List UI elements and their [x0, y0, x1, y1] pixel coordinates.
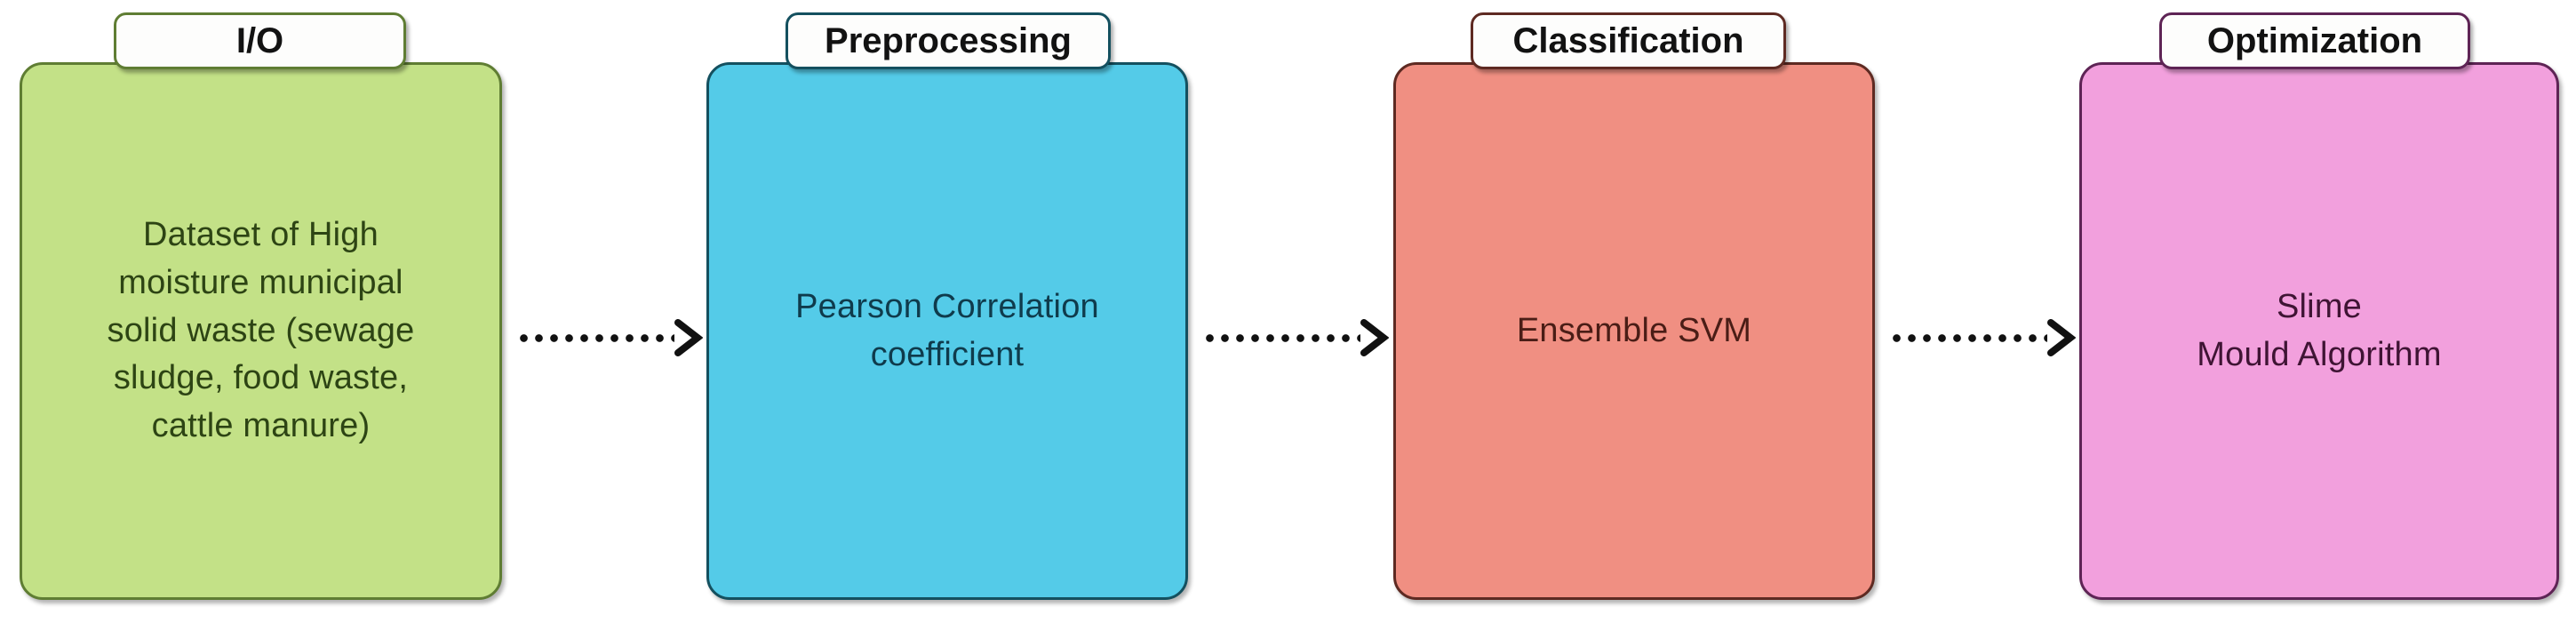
connector-dotted-line [1206, 333, 1360, 342]
stage-preprocessing[interactable]: Pearson Correlation coefficient [706, 62, 1188, 600]
arrowhead-icon [2046, 318, 2077, 357]
connector-preprocessing-to-classification [1206, 318, 1390, 357]
stage-classification-tab-label: Classification [1512, 20, 1744, 60]
stage-io[interactable]: Dataset of High moisture municipal solid… [20, 62, 502, 600]
stage-io-tab-label: I/O [235, 20, 284, 60]
stage-classification-tab[interactable]: Classification [1471, 12, 1786, 69]
stage-io-body-text: Dataset of High moisture municipal solid… [107, 215, 415, 445]
stage-preprocessing-tab[interactable]: Preprocessing [786, 12, 1111, 69]
connector-classification-to-optimization [1893, 318, 2077, 357]
stage-optimization[interactable]: Slime Mould Algorithm [2079, 62, 2559, 600]
stage-io-tab[interactable]: I/O [114, 12, 406, 69]
arrowhead-icon [673, 318, 704, 357]
stage-preprocessing-tab-label: Preprocessing [825, 20, 1072, 60]
stage-classification-body-text: Ensemble SVM [1516, 311, 1752, 349]
stage-preprocessing-body-text: Pearson Correlation coefficient [795, 287, 1099, 373]
stage-optimization-tab[interactable]: Optimization [2159, 12, 2470, 69]
connector-dotted-line [1893, 333, 2047, 342]
connector-dotted-line [520, 333, 674, 342]
connector-io-to-preprocessing [520, 318, 704, 357]
stage-optimization-body-text: Slime Mould Algorithm [2197, 287, 2442, 373]
arrowhead-icon [1359, 318, 1390, 357]
stage-classification[interactable]: Ensemble SVM [1393, 62, 1875, 600]
stage-optimization-tab-label: Optimization [2206, 20, 2423, 60]
